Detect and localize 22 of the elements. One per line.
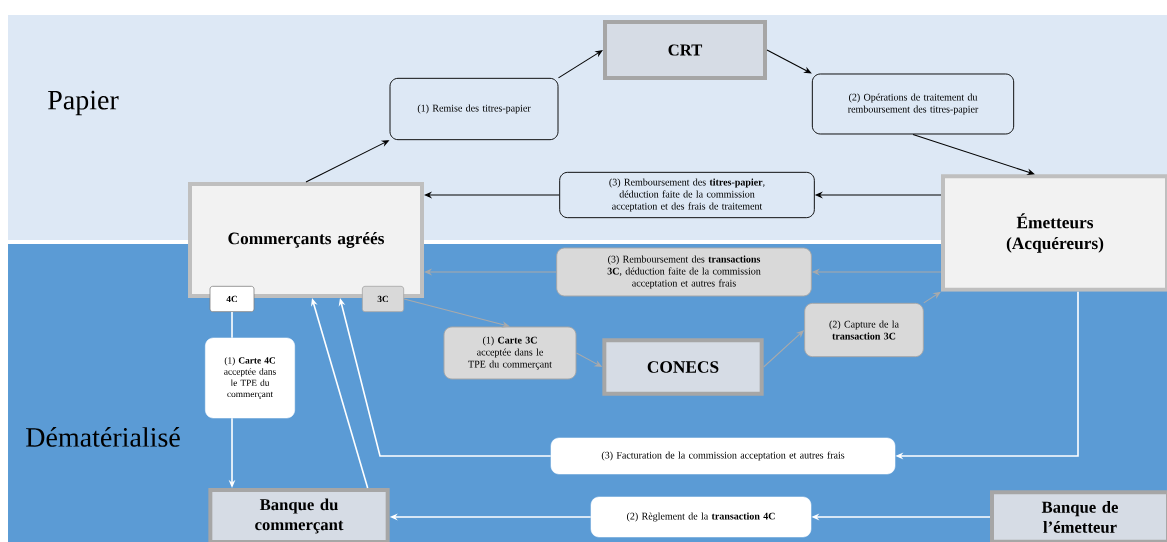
- step-box: (3) Facturation de la commission acceptation et autres frais: [550, 437, 896, 475]
- section-label: Dématérialisé: [26, 427, 180, 447]
- tag-box: 4C: [209, 285, 255, 313]
- step-box: (1) Carte 4C acceptée dans le TPE du commerçant: [205, 337, 295, 419]
- process-box: Banque de l’émetteur: [990, 490, 1167, 542]
- step-box: (3) Remboursement des titres-papier, déduction faite de la commission acceptation et des frais de traitement: [559, 171, 815, 219]
- step-box: (1) Remise des titres-papier: [389, 77, 559, 141]
- process-box: CONECS: [602, 338, 764, 396]
- process-box: Banque du commerçant: [208, 488, 390, 542]
- section-label: Papier: [48, 90, 119, 116]
- arrow: [403, 298, 510, 328]
- arrow: [557, 50, 603, 79]
- step-box: (2) Règlement de la transaction 4C: [590, 496, 812, 538]
- tag-box: 3C: [361, 285, 405, 313]
- process-box: Émetteurs (Acquéreurs): [941, 174, 1167, 292]
- step-box: (2) Capture de la transaction 3C: [804, 302, 924, 358]
- step-box: (2) Opérations de traitement du remboursement des titres-papier: [811, 73, 1015, 135]
- step-box: (1) Carte 3C acceptée dans le TPE du commerçant: [443, 326, 577, 380]
- arrow: [766, 49, 812, 74]
- arrow: [923, 291, 941, 304]
- step-box: (3) Remboursement des transactions 3C, déduction faite de la commission acceptation et autres frais: [556, 247, 812, 297]
- process-box: CRT: [603, 20, 767, 80]
